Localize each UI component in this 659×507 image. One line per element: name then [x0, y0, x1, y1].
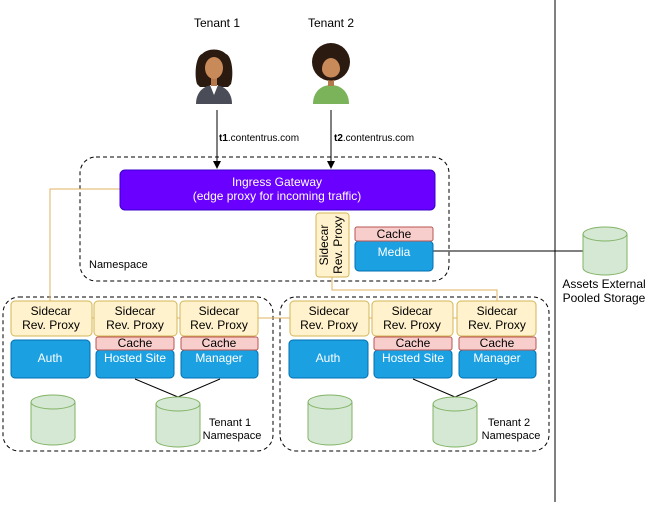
media-cache-label: Cache	[377, 227, 412, 241]
svg-text:Sidecar: Sidecar	[115, 304, 156, 318]
external-storage-db-icon	[582, 226, 628, 276]
tenant2-label: Tenant 2	[308, 16, 354, 30]
gateway-subtitle: (edge proxy for incoming traffic)	[193, 189, 362, 203]
svg-text:Sidecar: Sidecar	[199, 304, 240, 318]
t1-auth-db-icon	[30, 394, 76, 446]
t1-manager-service: Cache Manager	[180, 336, 259, 379]
tenant2-avatar-icon	[312, 43, 350, 104]
svg-text:Rev. Proxy: Rev. Proxy	[190, 318, 248, 332]
svg-text:Cache: Cache	[202, 336, 237, 350]
t2-hosted-site-service: Cache Hosted Site	[373, 336, 453, 379]
svg-text:Sidecar: Sidecar	[477, 304, 518, 318]
storage-label-line2: Pooled Storage	[563, 291, 646, 305]
tenant2-namespace	[279, 296, 550, 452]
svg-text:Auth: Auth	[38, 351, 63, 365]
t1-namespace-line2: Namespace	[203, 430, 262, 442]
media-sidecar: Sidecar Rev. Proxy	[315, 212, 350, 278]
svg-text:Rev. Proxy: Rev. Proxy	[22, 318, 80, 332]
svg-text:Manager: Manager	[195, 351, 242, 365]
t2-auth-sidecar: Sidecar Rev. Proxy	[289, 300, 370, 337]
svg-text:Sidecar: Sidecar	[31, 304, 72, 318]
t1-hosted-site-service: Cache Hosted Site	[95, 336, 175, 379]
tenant1-avatar-icon	[195, 49, 233, 104]
svg-text:Cache: Cache	[118, 336, 153, 350]
storage-label-line1: Assets External	[562, 277, 645, 291]
t2-manager-service: Cache Manager	[458, 336, 537, 379]
db-connectors	[134, 378, 498, 398]
t2-namespace-line1: Tenant 2	[488, 417, 530, 429]
svg-text:Hosted Site: Hosted Site	[104, 351, 166, 365]
gateway-title: Ingress Gateway	[232, 175, 322, 189]
t1-namespace-line1: Tenant 1	[209, 417, 251, 429]
t2-shared-db-icon	[432, 396, 478, 448]
t1-site-sidecar: Sidecar Rev. Proxy	[93, 300, 178, 337]
t2-namespace-line2: Namespace	[482, 430, 541, 442]
t2-site-sidecar: Sidecar Rev. Proxy	[371, 300, 454, 337]
tenant1-namespace	[2, 296, 274, 452]
ingress-gateway: Ingress Gateway (edge proxy for incoming…	[119, 169, 436, 211]
svg-text:Sidecar: Sidecar	[392, 304, 433, 318]
media-label: Media	[378, 245, 411, 259]
t1-auth-sidecar: Sidecar Rev. Proxy	[10, 300, 93, 337]
t1-auth-service: Auth	[10, 339, 91, 379]
media-sidecar-line1: Sidecar	[317, 225, 331, 266]
media-sidecar-line2: Rev. Proxy	[331, 216, 345, 274]
t2-auth-service: Auth	[288, 339, 369, 379]
tenant2-domain: t2.contentrus.com	[334, 133, 414, 144]
svg-text:Auth: Auth	[316, 351, 341, 365]
svg-text:Sidecar: Sidecar	[309, 304, 350, 318]
tenant1-domain: t1.contentrus.com	[219, 133, 299, 144]
namespace-label: Namespace	[89, 259, 148, 271]
t1-shared-db-icon	[155, 396, 201, 448]
shared-namespace	[79, 156, 450, 282]
t2-auth-db-icon	[307, 394, 353, 446]
svg-text:Cache: Cache	[396, 336, 431, 350]
svg-text:Manager: Manager	[473, 351, 520, 365]
svg-text:Rev. Proxy: Rev. Proxy	[383, 318, 441, 332]
t2-manager-sidecar: Sidecar Rev. Proxy	[456, 300, 537, 337]
svg-text:Cache: Cache	[480, 336, 515, 350]
tenant1-label: Tenant 1	[194, 16, 240, 30]
svg-text:Rev. Proxy: Rev. Proxy	[106, 318, 164, 332]
svg-text:Hosted Site: Hosted Site	[382, 351, 444, 365]
svg-text:Rev. Proxy: Rev. Proxy	[468, 318, 526, 332]
media-service: Cache Media	[354, 226, 434, 272]
t1-manager-sidecar: Sidecar Rev. Proxy	[179, 300, 259, 337]
svg-text:Rev. Proxy: Rev. Proxy	[300, 318, 358, 332]
